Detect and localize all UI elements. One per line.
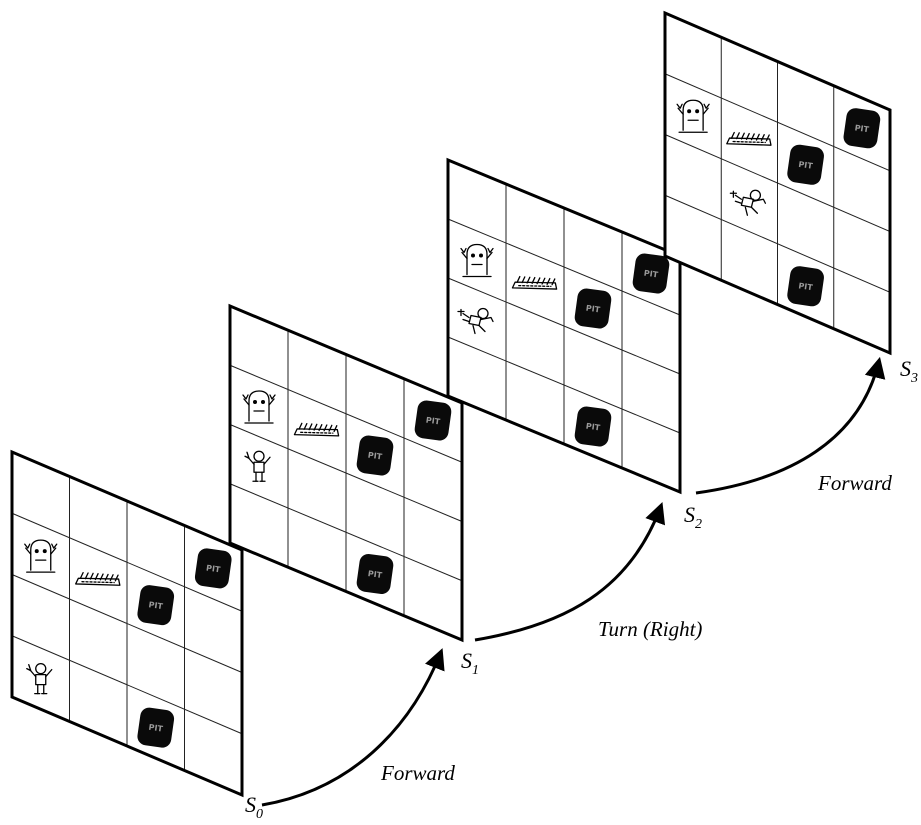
state-grid-0: PIT PIT PIT xyxy=(10,449,244,798)
grid-line-horizontal xyxy=(11,574,243,673)
pit-icon xyxy=(574,288,612,329)
pit-icon xyxy=(137,707,175,748)
pit-label: PIT xyxy=(643,269,659,280)
action-label-2: Forward xyxy=(817,471,892,495)
gold-icon xyxy=(726,131,772,146)
pit-cell: PIT xyxy=(787,144,824,185)
transition-arrow-2 xyxy=(695,356,886,495)
pit-icon xyxy=(843,108,881,149)
wumpus-icon xyxy=(24,539,58,573)
pit-icon xyxy=(194,548,232,589)
grid-border xyxy=(10,449,244,798)
wumpus-icon xyxy=(242,390,276,424)
pit-cell: PIT xyxy=(414,400,452,441)
pit-label: PIT xyxy=(205,563,221,574)
grid-border xyxy=(228,303,464,643)
pit-icon xyxy=(787,266,824,307)
pit-cell: PIT xyxy=(137,707,175,748)
pit-cell: PIT xyxy=(194,548,232,589)
wumpus-icon xyxy=(460,243,494,278)
gold-icon xyxy=(511,275,558,290)
state-label-3: S3 xyxy=(900,356,918,386)
state-grid-1: PIT PIT PIT xyxy=(228,303,464,643)
pit-icon xyxy=(632,253,670,294)
grid-line-horizontal xyxy=(229,483,463,582)
agent-icon xyxy=(457,307,494,335)
grid-line-horizontal xyxy=(664,194,891,293)
grid-border xyxy=(663,10,892,356)
pit-cell: PIT xyxy=(787,266,824,307)
wumpus-icon xyxy=(676,99,710,133)
pit-cell: PIT xyxy=(356,435,394,476)
gold-icon xyxy=(75,571,121,586)
pit-cell: PIT xyxy=(574,288,612,329)
pit-icon xyxy=(787,144,824,185)
pit-label: PIT xyxy=(854,123,870,134)
pit-label: PIT xyxy=(367,451,383,462)
agent-icon xyxy=(26,662,53,695)
pit-label: PIT xyxy=(148,600,164,611)
pit-label: PIT xyxy=(367,569,383,580)
arrows-layer xyxy=(261,356,886,807)
state-label-1: S1 xyxy=(461,648,479,678)
grid-line-horizontal xyxy=(447,277,681,375)
pit-icon xyxy=(137,585,175,626)
grid-line-horizontal xyxy=(229,424,463,522)
grid-line-horizontal xyxy=(11,635,243,735)
action-label-0: Forward xyxy=(380,761,455,785)
pit-label: PIT xyxy=(425,416,441,427)
pit-label: PIT xyxy=(585,422,601,433)
pit-label: PIT xyxy=(798,281,814,292)
pit-label: PIT xyxy=(798,160,814,171)
pit-label: PIT xyxy=(585,304,601,315)
agent-icon xyxy=(244,450,271,482)
pit-cell: PIT xyxy=(843,108,881,149)
pit-cell: PIT xyxy=(632,253,670,294)
pit-label: PIT xyxy=(148,723,164,734)
transition-arrow-0 xyxy=(261,648,445,807)
pit-cell: PIT xyxy=(356,553,394,595)
pit-cell: PIT xyxy=(137,585,175,626)
grid-border xyxy=(446,157,682,495)
state-label-2: S2 xyxy=(684,502,702,532)
grids-layer: PIT PIT PIT PIT PIT PIT PIT PIT PIT PIT PIT PIT xyxy=(10,10,892,798)
gold-icon xyxy=(293,422,340,437)
grid-line-horizontal xyxy=(664,134,891,232)
state-label-0: S0 xyxy=(245,792,263,822)
pit-icon xyxy=(356,553,394,595)
pit-icon xyxy=(414,400,452,441)
transition-arrow-1 xyxy=(474,502,666,642)
agent-icon xyxy=(729,189,767,216)
grid-line-horizontal xyxy=(447,336,681,434)
state-grid-2: PIT PIT PIT xyxy=(446,157,682,495)
state-grid-3: PIT PIT PIT xyxy=(663,10,892,356)
pit-icon xyxy=(574,406,612,447)
action-label-1: Turn (Right) xyxy=(598,617,702,641)
pit-icon xyxy=(356,435,394,476)
pit-cell: PIT xyxy=(574,406,612,447)
